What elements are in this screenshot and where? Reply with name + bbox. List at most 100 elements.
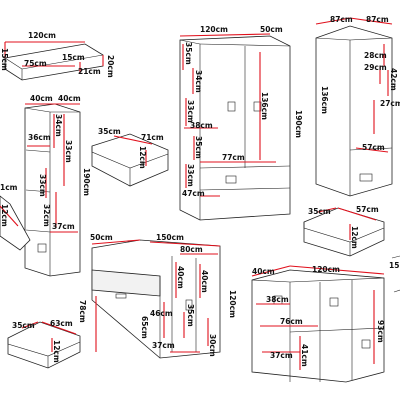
corner-w2-label: 87cm: [366, 15, 389, 24]
left-drawer-a-label: 1cm: [0, 183, 18, 192]
shelf-height-label: 21cm: [78, 67, 101, 76]
wardrobe-hang-label: 136cm: [260, 92, 269, 120]
dresser-width-dim: [289, 265, 385, 275]
dresser-depth-label: 40cm: [252, 267, 275, 276]
dresser-low-label: 41cm: [300, 344, 309, 367]
wardrobe-drawer-label: 47cm: [182, 189, 205, 198]
bookcase-top-right-label: 40cm: [58, 94, 81, 103]
wardrobe-depth-label: 50cm: [260, 25, 283, 34]
bookcase-h1-label: 34cm: [54, 114, 63, 137]
bookcase-shelf3: [25, 229, 51, 233]
dresser-bottom-label: 37cm: [270, 351, 293, 360]
corner-body: [315, 25, 393, 197]
bookcase-h2-label: 33cm: [64, 140, 73, 163]
desk-shelf-label: 46cm: [150, 309, 173, 318]
shelf-height2-label: 20cm: [106, 55, 115, 78]
wardrobe: 120cm 50cm 35cm 34cm 33cm 38cm 35cm 136c…: [179, 25, 303, 221]
drawer-b-inner: [303, 222, 385, 243]
dresser-mid-line: [289, 327, 385, 333]
corner-mid-label: 27cm: [380, 99, 400, 108]
desk-h2-label: 40cm: [200, 270, 209, 293]
drawer-b-width-dim: [337, 207, 377, 221]
desk-width-dim: [149, 241, 221, 247]
desk-right-label: 30cm: [208, 334, 217, 357]
drawer-b-depth-label: 35cm: [308, 207, 331, 216]
corner-w1-label: 87cm: [330, 15, 353, 24]
corner-low-label: 57cm: [362, 143, 385, 152]
desk-drawer-handle: [115, 293, 127, 299]
wardrobe-top-line2: [199, 43, 291, 47]
desk-height-label: 120cm: [228, 290, 237, 318]
wardrobe-inner2-label: 35cm: [194, 136, 203, 159]
corner-top-line2: [349, 37, 393, 41]
bookcase-body: [24, 103, 81, 277]
corner-w1-dim: [315, 17, 351, 25]
wardrobe-top-line: [179, 39, 201, 45]
wardrobe-handle-right: [253, 101, 262, 112]
bookcase-shelf1: [25, 149, 51, 153]
drawer-a: 35cm 71cm 12cm: [91, 127, 169, 187]
desk-cabh-label: 65cm: [140, 316, 149, 339]
wardrobe-handle-left: [227, 101, 236, 112]
drawer-c-body: [7, 321, 81, 369]
corner-top-label: 28cm: [364, 51, 387, 60]
right-edge-line: [391, 255, 400, 259]
drawer-c-height-label: 12cm: [52, 340, 61, 363]
bookcase-h4-label: 32cm: [42, 204, 51, 227]
desk: 50cm 150cm 80cm 40cm 40cm 120cm 78cm 65c…: [78, 233, 237, 359]
wardrobe-drawer-line2: [199, 187, 291, 191]
wardrobe-inner1-label: 38cm: [190, 121, 213, 130]
corner-wardrobe: 87cm 87cm 28cm 29cm 42cm 136cm 27cm 57cm: [315, 15, 400, 197]
corner-side-label: 42cm: [389, 68, 398, 91]
desk-leg-label: 78cm: [78, 300, 87, 323]
wardrobe-width-label: 120cm: [200, 25, 228, 34]
dresser: 40cm 120cm 38cm 76cm 93cm 37cm 41cm: [251, 265, 385, 383]
dresser-top-line: [251, 279, 291, 283]
left-drawer-b-label: 12cm: [0, 204, 9, 227]
dresser-top-line2: [289, 277, 385, 283]
wardrobe-shelf3-label: 77cm: [222, 153, 245, 162]
bookcase-top-line: [24, 107, 51, 113]
desk-depth-label: 50cm: [90, 233, 113, 242]
corner-height-label: 136cm: [320, 86, 329, 114]
dresser-depth-dim: [251, 265, 291, 277]
drawer-c-depth-label: 35cm: [12, 321, 35, 330]
desk-bottom-label: 37cm: [152, 341, 175, 350]
wardrobe-shelf4-label: 33cm: [186, 164, 195, 187]
drawer-b-width-label: 57cm: [356, 205, 379, 214]
drawer-c: 35cm 63cm 12cm: [7, 319, 81, 369]
corner-top-line: [315, 37, 351, 41]
bookcase-top-left-label: 40cm: [30, 94, 53, 103]
shelf-depth-label: 15cm: [0, 48, 9, 71]
wardrobe-height-label: 190cm: [294, 110, 303, 138]
corner-top2-label: 29cm: [364, 63, 387, 72]
shelf-front-line: [21, 54, 104, 70]
edge-right-label: 15: [389, 261, 399, 270]
bookcase-h3-label: 33cm: [38, 174, 47, 197]
drawer-b-height-label: 12cm: [350, 226, 359, 249]
bookcase: 40cm 40cm 34cm 33cm 36cm 33cm 32cm 37cm …: [24, 94, 91, 277]
dresser-mid-label: 76cm: [280, 317, 303, 326]
wardrobe-width-dim: [179, 33, 271, 37]
wardrobe-shelf1-label: 34cm: [194, 70, 203, 93]
dresser-handle3: [361, 339, 371, 349]
wardrobe-drawer-handle: [225, 175, 237, 184]
corner-drawer-handle: [359, 173, 373, 182]
dresser-handle2: [329, 297, 339, 307]
drawer-b-depth-dim: [317, 207, 337, 213]
shelf-inner-depth-label: 15cm: [62, 53, 85, 62]
shelf-inner-label: 75cm: [24, 59, 47, 68]
drawer-a-depth-label: 35cm: [98, 127, 121, 136]
dresser-width-label: 120cm: [312, 265, 340, 274]
drawer-b: 35cm 57cm 12cm: [303, 205, 385, 257]
bookcase-handle: [37, 243, 47, 253]
corner-drawer-line: [349, 147, 393, 151]
desk-width-label: 150cm: [156, 233, 184, 242]
drawer-c-width-dim: [41, 321, 77, 335]
wall-shelf: 120cm 15cm 75cm 15cm 21cm 20cm: [0, 31, 115, 81]
bookcase-h5-label: 37cm: [52, 222, 75, 231]
desk-shelf2-label: 35cm: [186, 304, 195, 327]
wardrobe-shelf2-label: 33cm: [186, 100, 195, 123]
dresser-top-label: 38cm: [266, 295, 289, 304]
